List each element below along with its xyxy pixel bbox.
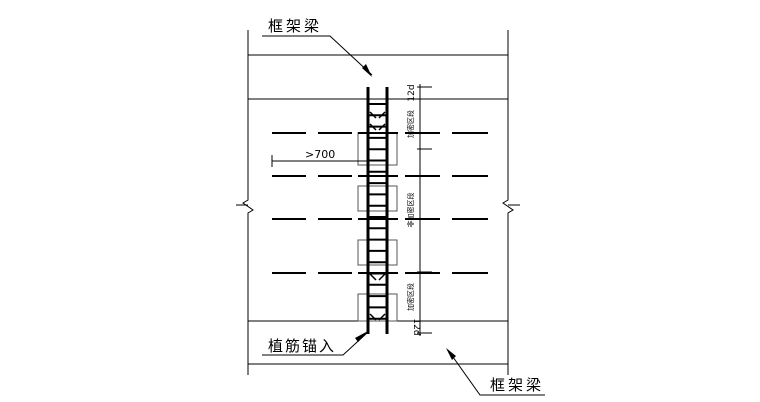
anchor-tick bbox=[369, 111, 377, 119]
anchor-tick bbox=[378, 313, 386, 321]
zone-middle-label: 非加密区段 bbox=[406, 193, 415, 228]
left-wall-line bbox=[242, 30, 254, 375]
arrow-icon bbox=[362, 64, 372, 77]
anchor-tick bbox=[378, 123, 386, 131]
anchor-tick bbox=[369, 273, 377, 281]
right-wall-line bbox=[502, 30, 514, 375]
dim-top-label: 12d bbox=[407, 84, 417, 101]
bottom-beam-leader bbox=[447, 349, 545, 396]
spacing-label: >700 bbox=[305, 148, 335, 161]
anchor-tick bbox=[369, 123, 377, 131]
block bbox=[357, 185, 398, 212]
anchor-tick bbox=[378, 111, 386, 119]
top-beam-label: 框架梁 bbox=[268, 17, 322, 35]
dim-bottom-label: 12d bbox=[411, 318, 421, 335]
bottom-beam-label: 框架梁 bbox=[490, 376, 544, 394]
zone-bottom-label: 加密区段 bbox=[406, 283, 415, 311]
arrow-icon bbox=[355, 331, 368, 342]
anchor-tick bbox=[369, 313, 377, 321]
zone-top-label: 加密区段 bbox=[406, 110, 415, 138]
top-beam-leader bbox=[262, 35, 373, 76]
arrow-icon bbox=[446, 348, 456, 360]
anchor-label: 植筋锚入 bbox=[268, 337, 336, 355]
block bbox=[357, 293, 398, 322]
anchor-tick bbox=[378, 273, 386, 281]
